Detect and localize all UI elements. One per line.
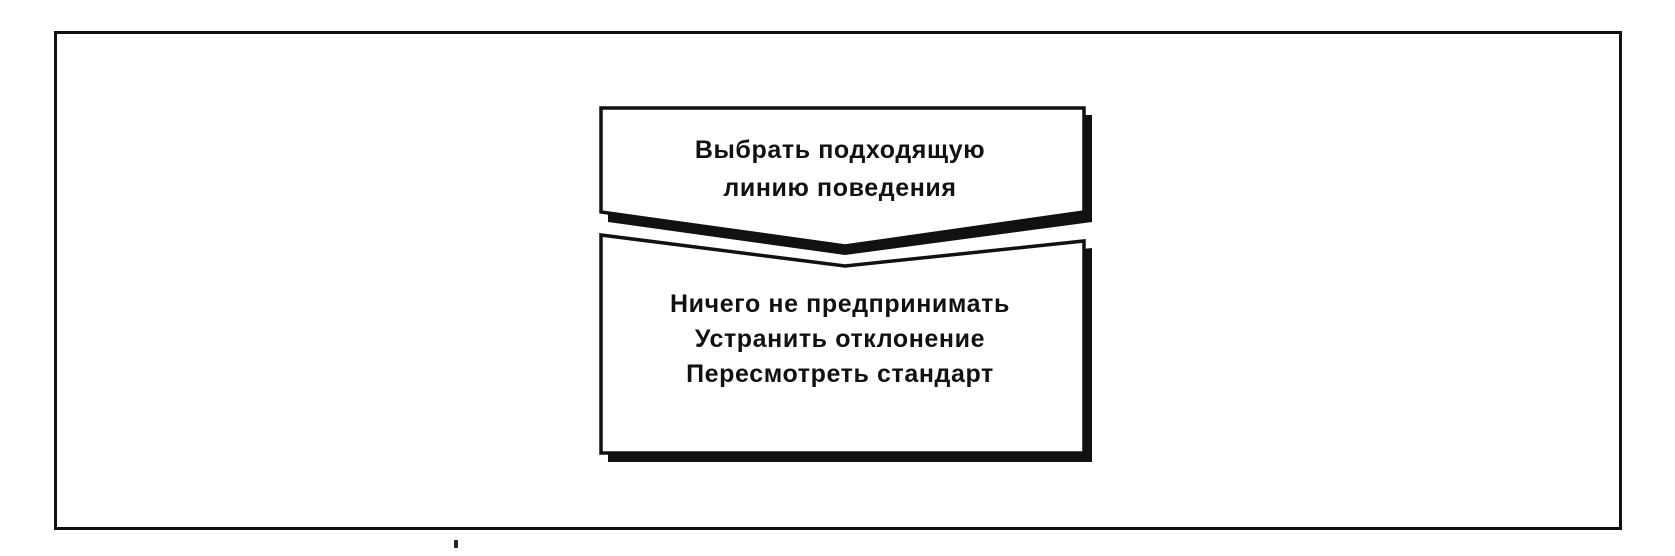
options-block-text: Ничего не предпринимать Устранить отклон… [598, 287, 1082, 392]
decision-line-2: линию поведения [723, 174, 957, 202]
option-do-nothing: Ничего не предпринимать [670, 290, 1010, 318]
decision-block-text: Выбрать подходящую линию поведения [598, 131, 1082, 207]
options-block [599, 233, 1086, 455]
decision-block [599, 106, 1086, 248]
option-revise-standard: Пересмотреть стандарт [686, 360, 994, 388]
scan-speck [454, 540, 458, 548]
option-fix-deviation: Устранить отклонение [694, 325, 986, 353]
decision-line-1: Выбрать подходящую [694, 136, 986, 164]
